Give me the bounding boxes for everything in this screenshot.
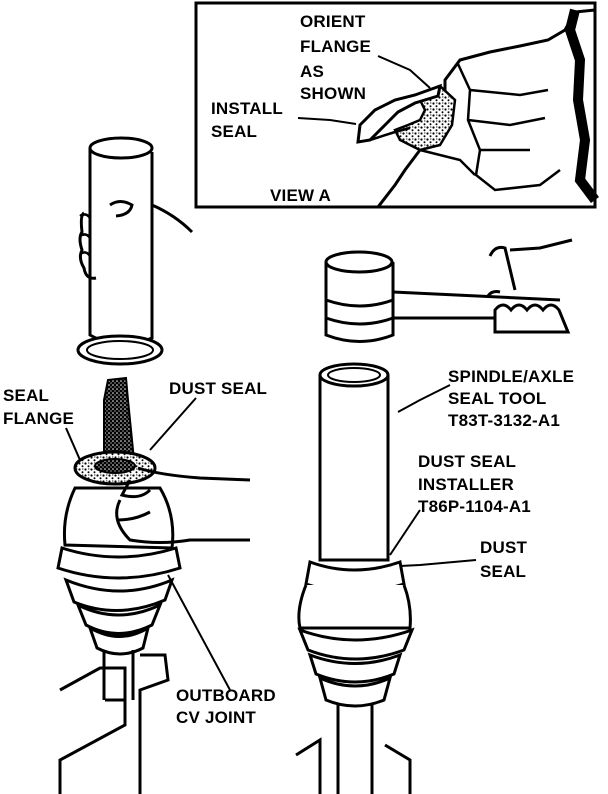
seal-installer-inner: [327, 367, 381, 383]
view-a-hub-contour: [419, 63, 561, 192]
left-cv-boot: [63, 577, 175, 656]
seal-installer-tube: [318, 375, 390, 562]
view-a-orient-leader: [377, 55, 431, 89]
left-lower-shaft: [102, 650, 135, 700]
left-seal-flange-hole: [94, 458, 136, 474]
outboard-leader: [167, 574, 231, 691]
installer-leader: [389, 509, 421, 556]
spindle-axle-tool-label: SPINDLE/AXLE SEAL TOOL T83T-3132-A1: [448, 367, 579, 430]
view-a-install-seal-label: INSTALL SEAL: [211, 99, 288, 141]
right-cv-boot: [297, 627, 415, 708]
seal-tube-top: [88, 136, 154, 160]
view-a-orient-flange-label: ORIENT FLANGE AS SHOWN: [300, 12, 376, 103]
outboard-cv-joint-label: OUTBOARD CV JOINT: [176, 686, 281, 727]
left-hand-lower: [115, 466, 251, 544]
mallet-head-top: [324, 250, 394, 274]
seal-flange-leader: [65, 427, 81, 461]
view-a-caption: VIEW A: [270, 186, 331, 205]
view-a-flange-inner: [369, 126, 411, 142]
left-assembly: SEAL FLANGE DUST SEAL OUTBOARD CV JOINT: [3, 136, 281, 794]
dust-seal-right-leader: [399, 559, 477, 567]
dust-seal-left-leader: [149, 397, 197, 451]
left-axle-shaft: [103, 376, 136, 461]
view-a-hub-edge: [564, 8, 599, 203]
seal-flange-label: SEAL FLANGE: [3, 386, 74, 428]
seal-tube-bottom-inner: [86, 340, 154, 360]
right-lower-shaft: [295, 705, 412, 794]
mallet-head-band: [325, 298, 394, 326]
left-hand-upper: [78, 200, 194, 280]
view-a-panel: ORIENT FLANGE AS SHOWN INSTALL SEAL VIEW…: [194, 1, 599, 209]
left-vise: [58, 653, 170, 794]
right-cv-housing: [297, 584, 412, 630]
dust-seal-left-label: DUST SEAL: [169, 379, 267, 398]
left-hand-knuckles: [79, 213, 92, 257]
right-assembly: SPINDLE/AXLE SEAL TOOL T83T-3132-A1 DUST…: [295, 238, 579, 794]
left-cv-band: [56, 546, 182, 580]
dust-seal-installer-label: DUST SEAL INSTALLER T86P-1104-A1: [418, 452, 531, 516]
view-a-install-leader: [297, 117, 357, 125]
view-a-seal-flange: [356, 83, 442, 144]
seal-tube: [88, 148, 154, 346]
dust-seal-right-label: DUST SEAL: [480, 538, 532, 581]
right-hand: [486, 238, 573, 334]
spindle-tool-leader: [397, 384, 451, 413]
